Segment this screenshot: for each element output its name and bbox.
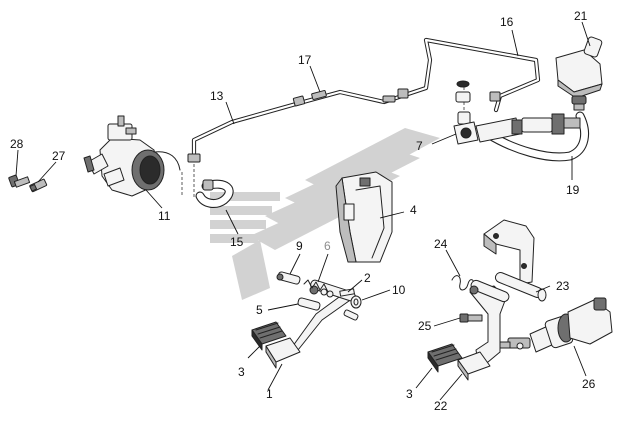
callout-26: 26 bbox=[582, 377, 596, 391]
spring-24 bbox=[451, 275, 475, 291]
screw-27 bbox=[29, 178, 48, 193]
callout-4: 4 bbox=[410, 203, 417, 217]
bushing-5 bbox=[297, 297, 321, 311]
pedal-lever-22 bbox=[457, 279, 510, 381]
brake-bracket-right bbox=[483, 219, 535, 285]
callout-5: 5 bbox=[256, 303, 263, 317]
callout-17: 17 bbox=[298, 53, 312, 67]
callout-25: 25 bbox=[418, 319, 432, 333]
pedal-pad-3-left bbox=[251, 321, 287, 351]
bolt-25 bbox=[459, 313, 483, 323]
master-cylinder-26 bbox=[499, 297, 613, 353]
servo-unit-11 bbox=[83, 115, 181, 197]
watermark-logo bbox=[210, 128, 440, 300]
callout-11: 11 bbox=[158, 209, 171, 223]
hose-15 bbox=[195, 179, 234, 208]
callout-6: 6 bbox=[324, 239, 331, 253]
callout-21: 21 bbox=[574, 9, 588, 23]
callout-3-right: 3 bbox=[406, 387, 413, 401]
callout-22: 22 bbox=[434, 399, 448, 413]
callout-15: 15 bbox=[230, 235, 244, 249]
pin-9 bbox=[276, 271, 301, 285]
callout-16: 16 bbox=[500, 15, 514, 29]
callout-2: 2 bbox=[364, 271, 371, 285]
callout-10: 10 bbox=[392, 283, 406, 297]
callouts: 28 27 11 13 15 17 16 21 7 19 4 9 6 2 10 … bbox=[10, 9, 596, 413]
hose-19 bbox=[483, 111, 590, 162]
callout-24: 24 bbox=[434, 237, 448, 251]
callout-27: 27 bbox=[52, 149, 66, 163]
washer-10 bbox=[350, 295, 362, 309]
spring-6 bbox=[303, 279, 329, 293]
leader-lines bbox=[15, 21, 591, 401]
callout-19: 19 bbox=[566, 183, 580, 197]
bracket-4 bbox=[335, 171, 393, 263]
callout-1: 1 bbox=[266, 387, 273, 401]
callout-7: 7 bbox=[416, 139, 423, 153]
callout-3-left: 3 bbox=[238, 365, 245, 379]
pedal-pad-3-right bbox=[427, 343, 463, 373]
clutch-pipe-13-17 bbox=[187, 37, 541, 163]
reservoir-21 bbox=[555, 36, 603, 111]
callout-9: 9 bbox=[296, 239, 303, 253]
master-cylinder-7 bbox=[453, 80, 581, 145]
clip bbox=[343, 309, 359, 321]
bolt-28 bbox=[8, 174, 31, 188]
pin-2 bbox=[339, 288, 355, 297]
callout-13: 13 bbox=[210, 89, 224, 103]
callout-28: 28 bbox=[10, 137, 24, 151]
callout-23: 23 bbox=[556, 279, 570, 293]
